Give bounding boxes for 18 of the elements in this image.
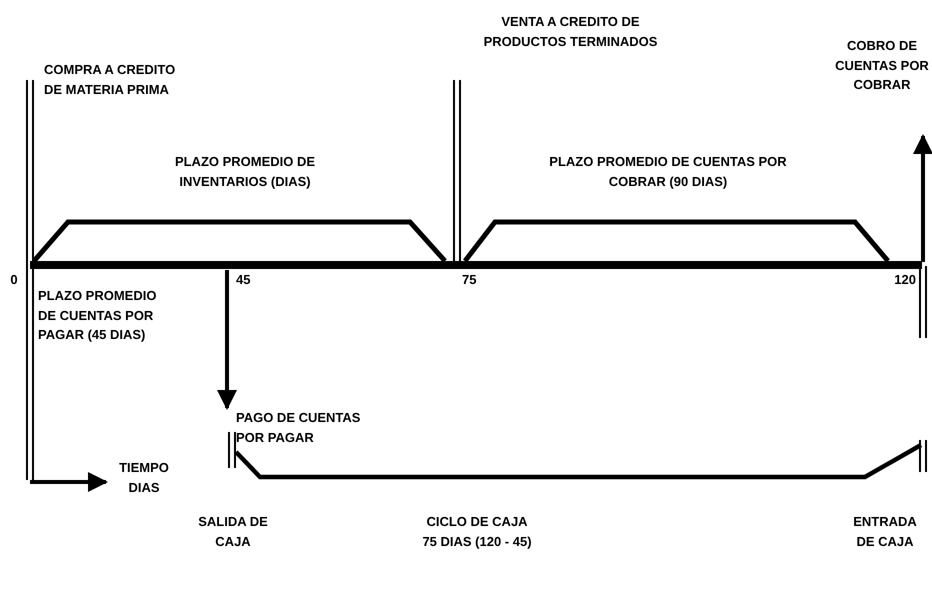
event-label: PAGO DE CUENTAS POR PAGAR	[224, 408, 374, 456]
event-label: VENTA A CREDITO DE PRODUCTOS TERMINADOS	[482, 13, 658, 50]
event-label: COBRO DE CUENTAS POR COBRAR	[832, 36, 932, 136]
period-label: PLAZO PROMEDIO DE CUENTAS POR COBRAR (90 DIAS)	[548, 153, 788, 191]
tick-label: 75	[462, 271, 478, 289]
event-label: COMPRA A CREDITO DE MATERIA PRIMA	[44, 61, 176, 98]
arrow	[913, 134, 932, 262]
period-label: PLAZO PROMEDIO DE CUENTAS POR PAGAR (45 DIAS)	[38, 287, 158, 344]
event-label: SALIDA DE CAJA	[197, 513, 269, 550]
arrow	[217, 270, 237, 410]
tick-label: 0	[9, 271, 19, 289]
arrow	[30, 472, 108, 492]
event-label: ENTRADA DE CAJA	[852, 513, 918, 550]
period-label: CICLO DE CAJA 75 DIAS (120 - 45)	[422, 513, 532, 551]
period-label: PLAZO PROMEDIO DE INVENTARIOS (DIAS)	[174, 153, 316, 191]
tick-label: 120	[893, 271, 916, 289]
axis-label: TIEMPO DIAS	[106, 458, 182, 506]
tick-label: 45	[236, 271, 252, 289]
